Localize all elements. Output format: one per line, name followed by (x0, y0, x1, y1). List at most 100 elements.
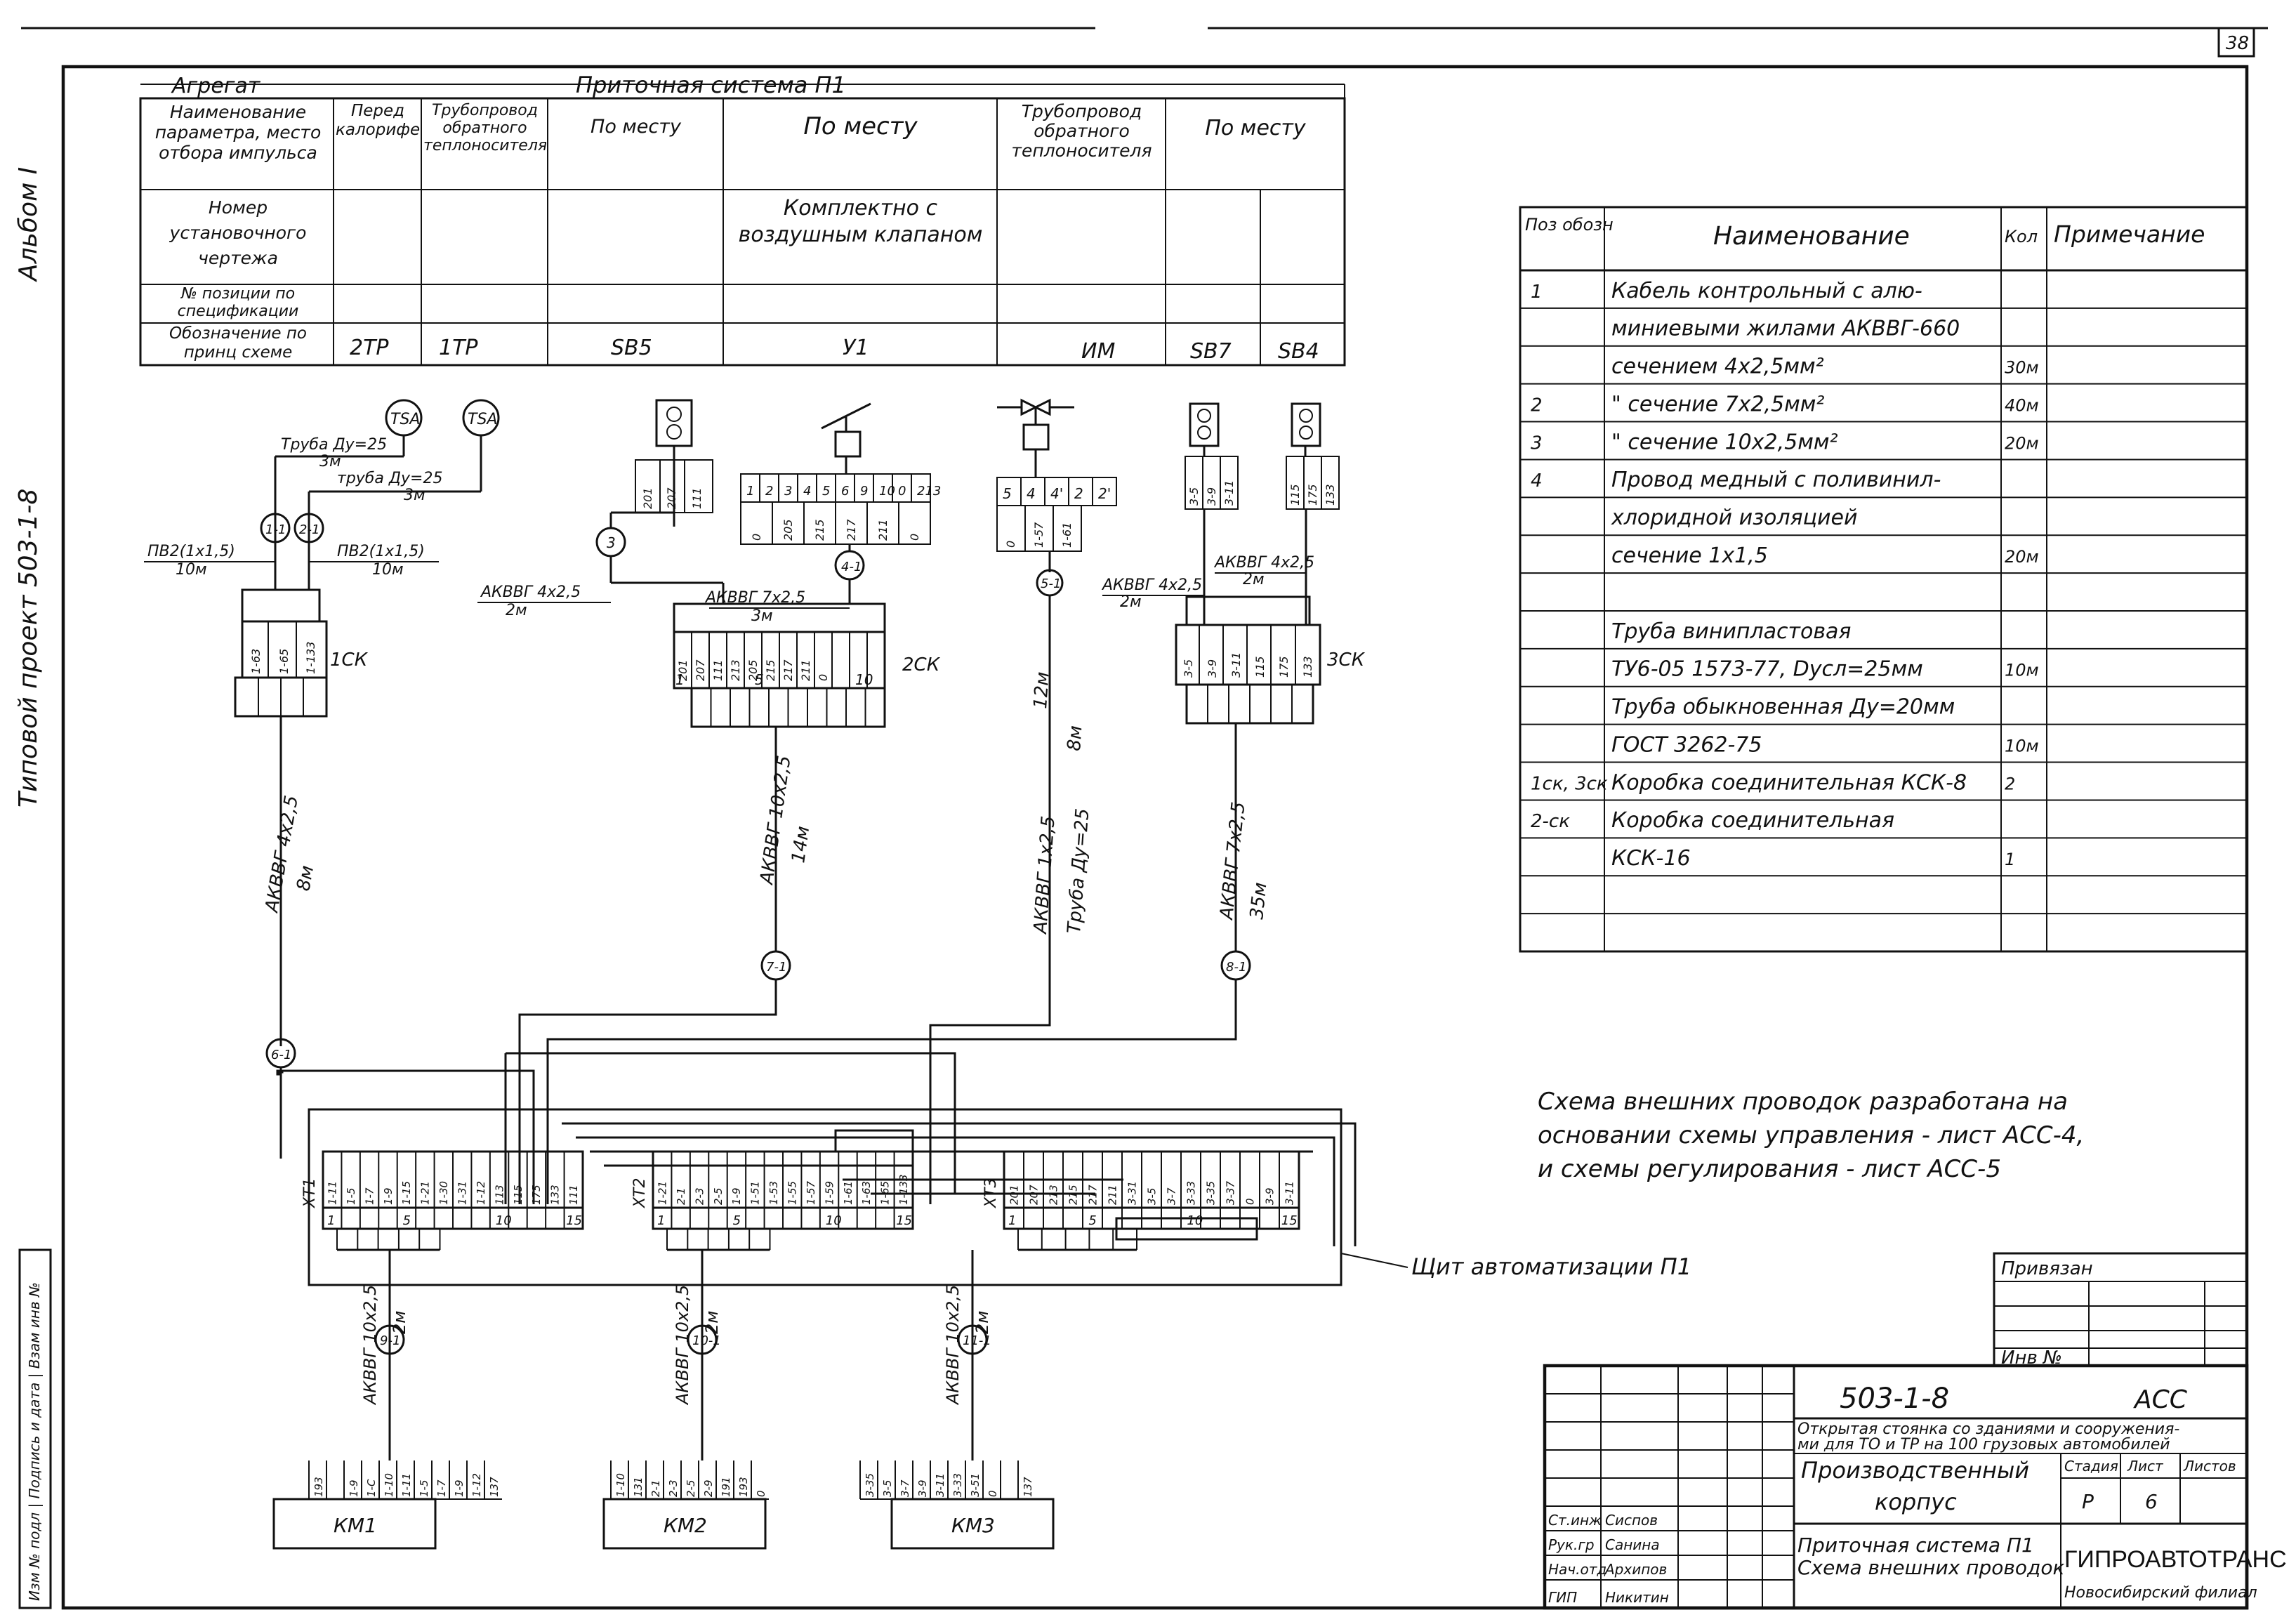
svg-text:и схемы регулирования - лист А: и схемы регулирования - лист АСС-5 (1538, 1155, 2001, 1183)
terminal-label: 2 (765, 484, 773, 499)
spec-header-qty: Кол (2005, 227, 2038, 246)
svg-text:3-5: 3-5 (1182, 659, 1195, 678)
panel-label: Щит автоматизации П1 (1411, 1253, 1691, 1280)
svg-text:3-11: 3-11 (1229, 652, 1243, 678)
terminal-label: 0 (755, 1490, 767, 1497)
tb-bound-label: Привязан (2001, 1258, 2093, 1279)
spec-name: Коробка соединительная (1611, 808, 1894, 833)
terminal-label: 3-31 (1126, 1181, 1139, 1205)
tb-subject-2: ми для ТО и ТР на 100 грузовых автомобил… (1797, 1436, 2170, 1453)
margin-stamp: Изм № подл | Подпись и дата | Взам инв № (26, 1282, 43, 1601)
output-cable: АКВВГ 10x2,5 (943, 1285, 963, 1406)
terminal-label: 1-133 (304, 642, 317, 675)
terminal-label: 0 (908, 534, 921, 541)
spec-name: " сечение 10x2,5мм² (1611, 430, 1838, 454)
terminal-label: 3-35 (864, 1473, 876, 1497)
title-block (1543, 1252, 2249, 1610)
param-table (139, 84, 1346, 367)
terminal-label: 3 (784, 484, 792, 499)
terminal-label: 137 (488, 1477, 501, 1497)
pin-label: 15 (1281, 1213, 1298, 1228)
terminal-label: 1-61 (1060, 522, 1074, 548)
run-cable: АКВВГ 1x2,5 (1030, 815, 1060, 936)
terminal-label: 0 (898, 484, 906, 499)
run-length: 14м (788, 825, 814, 864)
pin-label: 5 (733, 1213, 741, 1228)
terminal-label: 3-11 (934, 1473, 946, 1497)
spec-pos: 2-ск (1531, 811, 1570, 832)
terminal-label: 1-51 (749, 1181, 762, 1205)
signer-name: Архипов (1604, 1561, 1667, 1578)
terminal-label: 3-9 (916, 1480, 929, 1498)
run-length: 8м (1064, 725, 1086, 751)
box-label: 1СК (330, 650, 369, 671)
svg-text:2ТР: 2ТР (350, 336, 389, 360)
terminal-label: 3-37 (1225, 1181, 1237, 1205)
cable-node: 9-1 (380, 1333, 400, 1348)
spec-name: ГОСТ 3262-75 (1611, 732, 1762, 757)
svg-text:115: 115 (1253, 656, 1267, 678)
terminal-label: 213 (1048, 1185, 1060, 1205)
spec-name: Труба обыкновенная Ду=20мм (1611, 695, 1955, 720)
signer-name: Санина (1605, 1536, 1660, 1553)
terminal-label: 1-7 (435, 1479, 448, 1497)
terminal-label: 137 (1022, 1477, 1034, 1497)
pin-label: 1 (327, 1213, 335, 1228)
signer-name: Никитин (1605, 1589, 1669, 1606)
strip-label: ХТ2 (631, 1178, 649, 1208)
svg-text:175: 175 (1277, 656, 1291, 678)
pin-label: 10 (826, 1213, 842, 1228)
terminal-label: 213 (729, 659, 742, 681)
terminal-label: 113 (493, 1185, 506, 1205)
pin-label: 10 (855, 671, 873, 688)
motor-box (272, 1498, 437, 1550)
cable-node: 6-1 (271, 1048, 291, 1062)
terminal-label: 1-12 (470, 1473, 483, 1497)
motor-box (890, 1498, 1055, 1550)
terminal-label: 1-9 (730, 1188, 743, 1206)
spec-header-note: Примечание (2054, 220, 2205, 248)
param-unit-label: Агрегат (171, 74, 261, 98)
wire-label: 2м (1243, 571, 1265, 588)
wire-label: АКВВГ 4x2,5 (1213, 554, 1314, 572)
svg-text:SB4: SB4 (1278, 339, 1319, 364)
motor-label: КМ1 (334, 1514, 377, 1537)
wire-label: 10м (372, 561, 404, 579)
terminal-label: 2-3 (693, 1188, 706, 1206)
terminal-label: 215 (1067, 1185, 1080, 1205)
svg-text:У1: У1 (843, 336, 869, 360)
margin-project: Типовой проект 503-1-8 (14, 489, 43, 807)
wire-label: 10м (176, 561, 207, 579)
tb-stage: Р (2082, 1490, 2094, 1513)
tb-title-2: Схема внешних проводок (1797, 1556, 2064, 1579)
cable-node: 4-1 (841, 560, 862, 574)
terminal-label: 1-11 (326, 1181, 339, 1205)
svg-text:Схема внешних проводок разрабо: Схема внешних проводок разработана на (1538, 1088, 2068, 1116)
terminal-label: 207 (694, 659, 707, 681)
spec-name: хлоридной изоляцией (1611, 506, 1857, 530)
spec-pos: 4 (1531, 470, 1543, 492)
cable-node: 11-1 (963, 1333, 991, 1348)
svg-text:SB5: SB5 (611, 336, 652, 360)
terminal-label: 9 (860, 484, 868, 499)
spec-header-pos: Поз обозн (1525, 215, 1614, 235)
terminal-label: 2-5 (685, 1480, 697, 1498)
terminal-label: 3-33 (951, 1473, 964, 1497)
strip-label: ХТ3 (982, 1178, 1000, 1208)
spec-name: " сечение 7x2,5мм² (1611, 392, 1824, 416)
cable-node: 10-1 (692, 1333, 721, 1348)
terminal-label: 111 (690, 487, 704, 509)
terminal-label: 1 (746, 484, 754, 499)
panel-frame (308, 1108, 1342, 1286)
motor-label: КМ2 (664, 1514, 707, 1537)
sensor-label: TSA (468, 411, 497, 428)
terminal-label: 1-133 (897, 1174, 910, 1205)
run-length: 8м (293, 864, 318, 892)
terminal-label: 3-5 (1146, 1188, 1159, 1206)
svg-text:основании схемы управления - л: основании схемы управления - лист АСС-4, (1538, 1121, 2084, 1149)
terminal-label: 115 (512, 1185, 524, 1205)
terminal-label: 215 (813, 519, 826, 541)
